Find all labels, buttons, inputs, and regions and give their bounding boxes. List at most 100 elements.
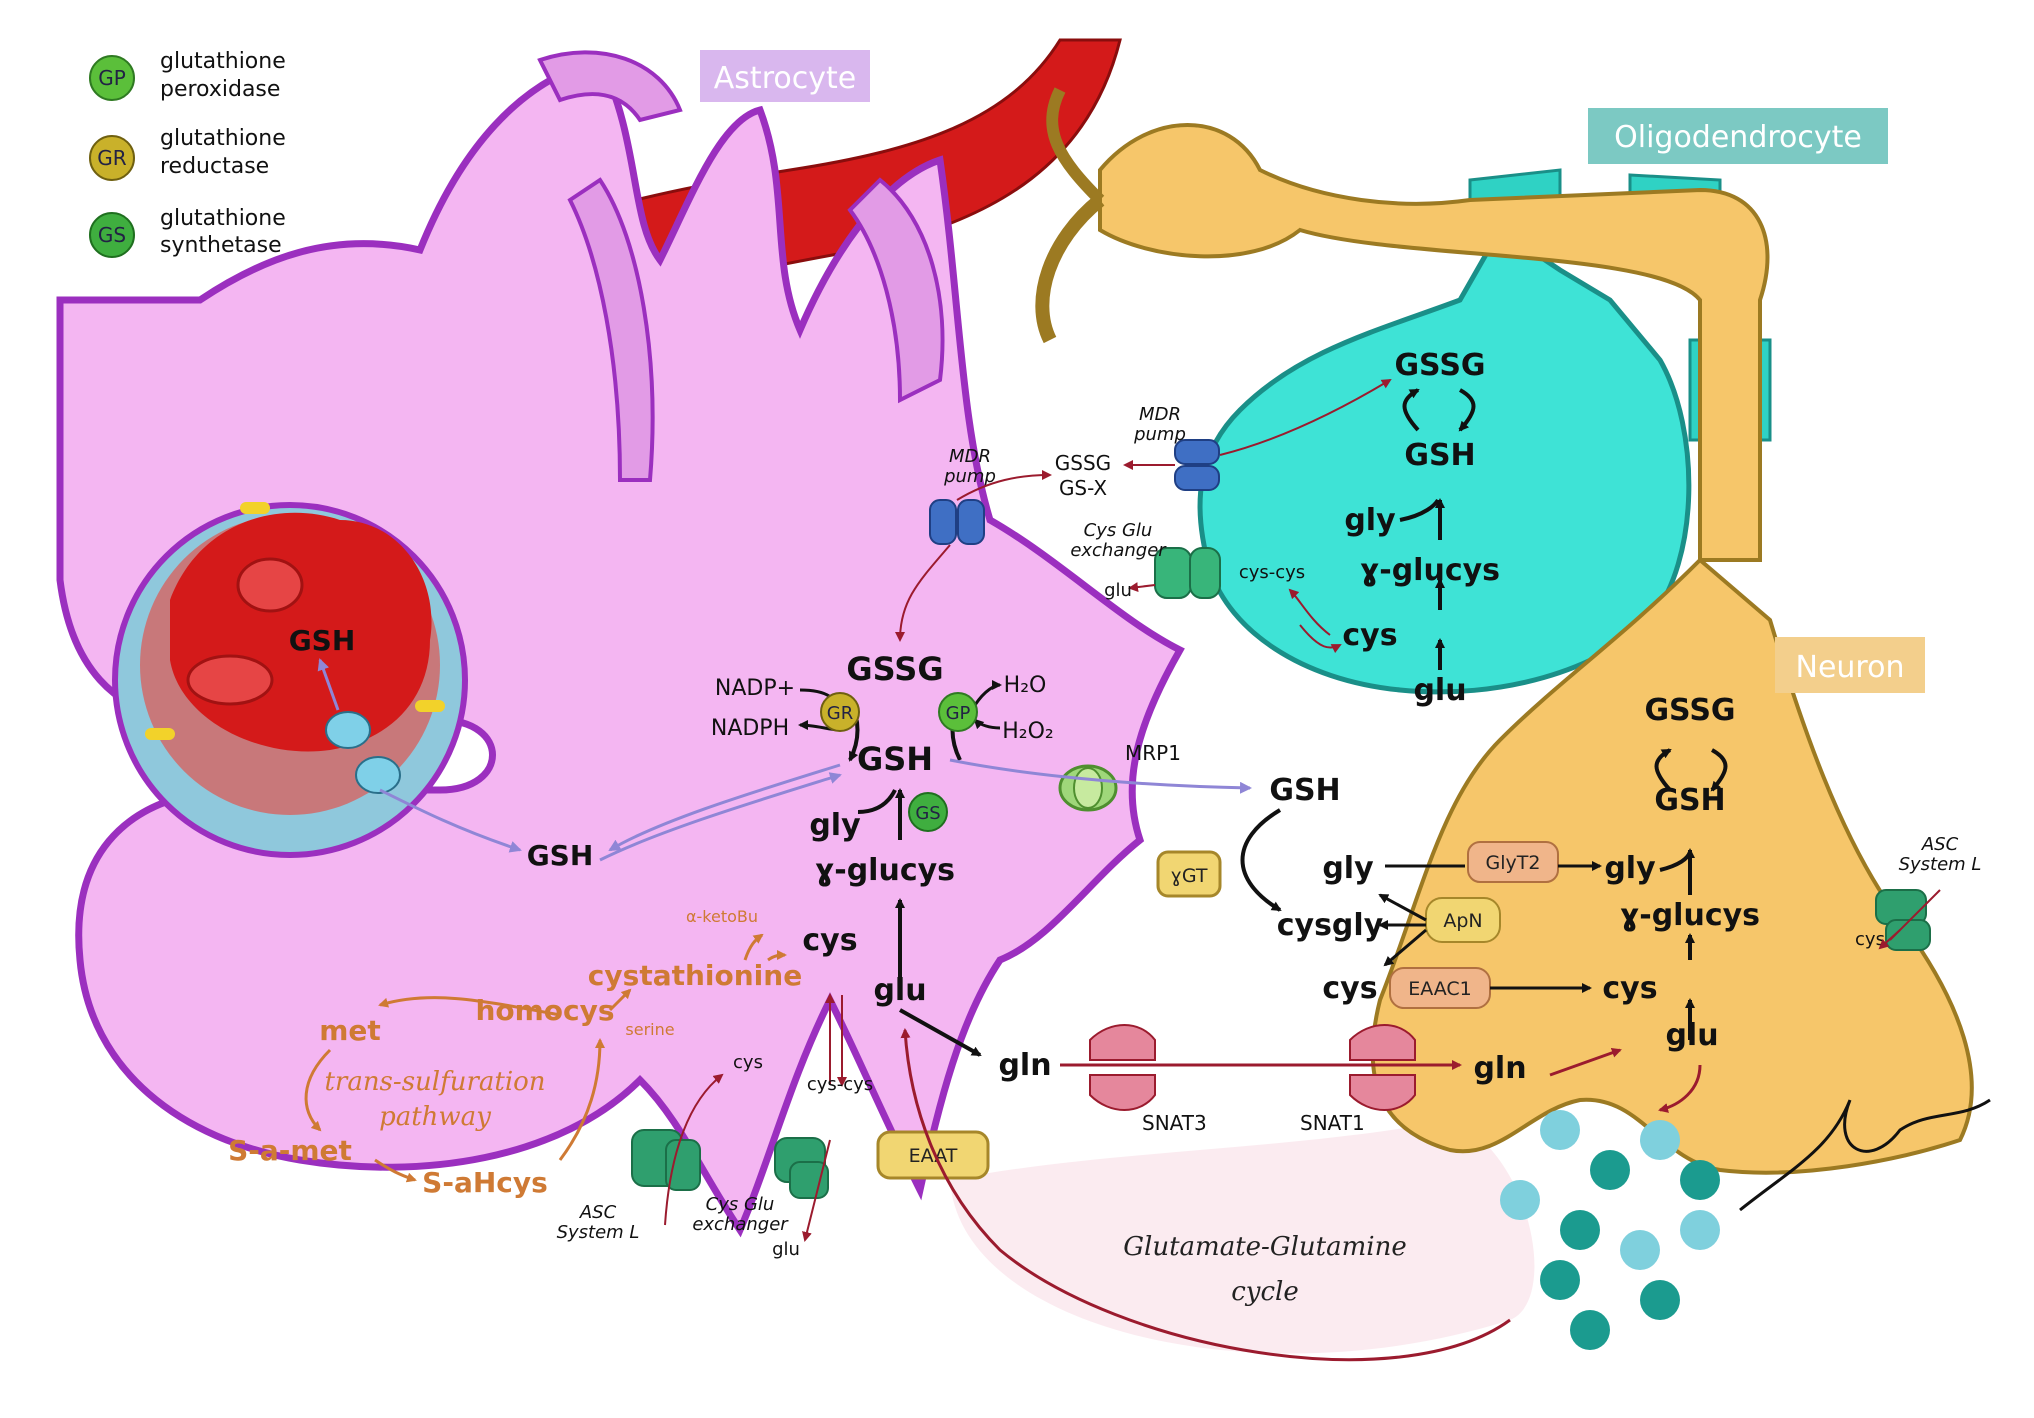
tight-junction [240, 502, 270, 514]
extra-gssg: GSSG [1055, 451, 1111, 475]
synaptic-vesicles [1500, 1110, 1720, 1350]
legend: GP glutathione peroxidase GR glutathione… [89, 49, 286, 258]
serine: serine [625, 1020, 674, 1039]
homocys: homocys [475, 994, 614, 1027]
mdr-label-line1: MDR [949, 446, 991, 467]
glyt2-transporter [1467, 841, 1559, 883]
astrocyte-title: Astrocyte [714, 61, 856, 96]
neuron-title: Neuron [1796, 650, 1905, 685]
astrocyte-gly: gly [809, 808, 861, 843]
s-a-met: S-a-met [228, 1134, 352, 1167]
cycle-label-line1: Glutamate-Glutamine [1123, 1232, 1406, 1262]
legend-label: glutathione [160, 49, 286, 74]
asc-system-l-astrocyte [631, 1129, 701, 1191]
legend-label: synthetase [160, 233, 282, 258]
astrocyte-glu: glu [873, 973, 926, 1008]
alpha-ketobu: α-ketoBu [686, 907, 758, 926]
nadp-label: NADP+ [715, 676, 795, 701]
oligo-gsh: GSH [1404, 438, 1475, 473]
gr-enzyme-label: GR [827, 703, 853, 724]
mdr2-label-line2: pump [1133, 424, 1186, 445]
gp-icon [938, 692, 978, 732]
met: met [319, 1014, 381, 1047]
legend-label: peroxidase [160, 77, 280, 102]
snat3-label: SNAT3 [1142, 1111, 1207, 1135]
legend-abbr: GS [98, 223, 126, 247]
pathway-label-line1: trans-sulfuration [324, 1067, 545, 1097]
cysglu-astro-line2: exchanger [692, 1214, 789, 1235]
astrocyte-title-bg [700, 50, 870, 102]
asc-neuron-line2: System L [1899, 854, 1982, 875]
neuron-gsh: GSH [1654, 783, 1725, 818]
red-blood-cell [236, 557, 304, 613]
vessel-gsh: GSH [289, 624, 356, 657]
extra-cys: cys [1322, 971, 1377, 1006]
legend-label: glutathione [160, 126, 286, 151]
cycle-label-line2: cycle [1231, 1277, 1299, 1307]
astrocyte-glucys: ɣ-glucys [815, 853, 955, 888]
eaat-label: EAAT [909, 1145, 958, 1167]
gp-enzyme-label: GP [946, 703, 971, 724]
capillary-gsh-transporter [325, 711, 401, 794]
h2o2-label: H₂O₂ [1002, 719, 1054, 744]
legend-item-gr: GR glutathione reductase [89, 126, 286, 181]
astrocyte-gsh: GSH [857, 740, 933, 778]
astrocyte-gsh-left: GSH [527, 839, 594, 872]
extra-cysgly: cysgly [1277, 908, 1384, 943]
gp-icon [89, 55, 135, 101]
extra-gsh: GSH [1269, 773, 1340, 808]
astrocyte-process-1 [567, 177, 655, 482]
cysglu-oligo-line2: exchanger [1070, 540, 1167, 561]
snat1-transporter [1349, 1024, 1416, 1111]
mrp1-transporter [1058, 764, 1118, 812]
legend-label: glutathione [160, 206, 286, 231]
pathway-label-line2: pathway [379, 1102, 491, 1132]
ygt-enzyme [1156, 850, 1222, 898]
astro-cys-cys: cys-cys [807, 1074, 873, 1095]
glutamate-glutamine-cycle-region [950, 1120, 1535, 1354]
neuron-top-dendrite [1098, 123, 1770, 562]
asc-neuron-line1: ASC [1921, 834, 1959, 855]
extra-glu: glu [1104, 580, 1132, 601]
eaat-transporter [876, 1130, 990, 1180]
oligo-glucys: ɣ-glucys [1360, 553, 1500, 588]
legend-abbr: GP [98, 66, 126, 90]
eaac1-label: EAAC1 [1408, 978, 1472, 1000]
snat1-label: SNAT1 [1300, 1111, 1365, 1135]
neuron-dendrite-branch [1035, 194, 1105, 344]
tight-junction [145, 728, 175, 740]
gs-icon [908, 792, 948, 832]
astrocyte-gssg: GSSG [846, 650, 943, 688]
legend-item-gp: GP glutathione peroxidase [89, 49, 286, 102]
neuron-title-bg [1775, 637, 1925, 693]
astro-glu-out: glu [772, 1239, 800, 1260]
legend-abbr: GR [97, 146, 126, 170]
neuron-gly: gly [1604, 851, 1656, 886]
gs-icon [89, 212, 135, 258]
neuron-dendrite-branch [1046, 87, 1105, 205]
oligodendrocyte-title: Oligodendrocyte [1614, 120, 1862, 155]
oligodendrocyte-title-bg [1588, 108, 1888, 164]
mdr-pump-astrocyte [929, 499, 985, 545]
neuron-glucys: ɣ-glucys [1620, 898, 1760, 933]
extra-gly: gly [1322, 851, 1374, 886]
tight-junction [415, 700, 445, 712]
oligo-glu: glu [1413, 673, 1466, 708]
neuron-gln: gln [1473, 1051, 1526, 1086]
oligo-gly: gly [1344, 503, 1396, 538]
asc-astro-line1: ASC [579, 1202, 617, 1223]
astro-cys-in: cys [733, 1052, 763, 1073]
artist-signature [1739, 1098, 1991, 1212]
ygt-label: ɣGT [1171, 865, 1208, 887]
gr-icon [820, 692, 860, 732]
glyt2-label: GlyT2 [1486, 852, 1541, 874]
snat3-transporter [1089, 1024, 1156, 1111]
nadph-label: NADPH [711, 716, 789, 741]
astrocyte-gln: gln [998, 1048, 1051, 1083]
neuron-cys-in: cys [1855, 929, 1885, 950]
cysglu-astro-line1: Cys Glu [706, 1194, 775, 1215]
mdr-pump-oligodendrocyte [1174, 439, 1220, 491]
neuron-glu: glu [1665, 1018, 1718, 1053]
mdr2-label-line1: MDR [1139, 404, 1181, 425]
cys-glu-exchanger-astrocyte [774, 1137, 829, 1199]
